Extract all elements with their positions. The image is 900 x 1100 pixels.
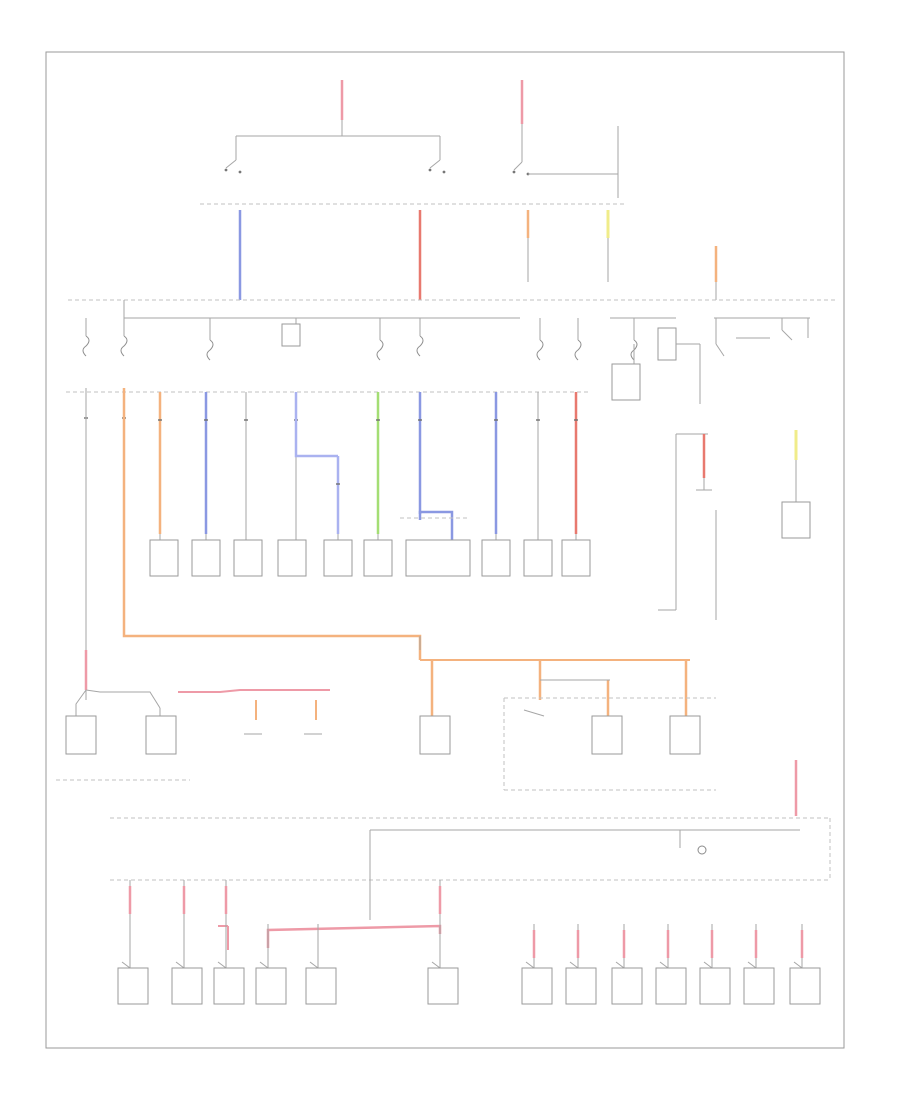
relay-pin <box>428 168 432 172</box>
relay-contact <box>225 159 237 169</box>
component-box <box>191 539 221 577</box>
switch-contact <box>793 961 803 969</box>
component-box <box>233 539 263 577</box>
switch-contact <box>747 961 757 969</box>
switch-contact <box>659 961 669 969</box>
relay-pin <box>238 170 242 174</box>
wire-colored <box>418 510 454 540</box>
bottom-section <box>110 760 831 950</box>
switch-contact <box>615 961 625 969</box>
fuse-icon <box>536 339 544 361</box>
wire <box>75 689 161 716</box>
comp-box <box>65 715 97 755</box>
fuse-icon <box>574 339 582 361</box>
relay-box <box>657 327 677 361</box>
module-box <box>281 323 301 347</box>
switch-contact <box>217 961 227 969</box>
bottom-component-box <box>171 967 203 1005</box>
switch-contact <box>121 961 131 969</box>
wires-row1 <box>66 390 588 700</box>
right-relay-cluster <box>611 318 811 620</box>
relay-pin <box>442 170 446 174</box>
relay-contact <box>781 329 793 341</box>
component-box <box>481 539 511 577</box>
fuses-row1 <box>82 318 638 361</box>
wire-colored <box>294 392 338 458</box>
switch-contact <box>525 961 535 969</box>
relay-mid <box>428 136 446 174</box>
bottom-row <box>117 880 821 1005</box>
comp-box <box>419 715 451 755</box>
switch-contact <box>523 709 545 717</box>
relay-component <box>611 363 641 401</box>
relay-contact <box>513 161 523 171</box>
switch-contact <box>259 961 269 969</box>
bottom-component-box <box>213 967 245 1005</box>
component-box <box>363 539 393 577</box>
bottom-component-box <box>789 967 821 1005</box>
bottom-component-box <box>565 967 597 1005</box>
component-box <box>405 539 471 577</box>
middle-section <box>56 388 716 791</box>
relay-pin <box>512 170 516 174</box>
wire-orange <box>122 388 422 660</box>
wire-pink <box>266 924 442 948</box>
fuse-icon <box>206 339 214 361</box>
comp-box <box>669 715 701 755</box>
component-box <box>323 539 353 577</box>
relay-contact <box>429 159 441 169</box>
switch-contact <box>431 961 441 969</box>
bottom-component-box <box>305 967 337 1005</box>
bottom-component-box <box>427 967 459 1005</box>
component-box <box>277 539 307 577</box>
relay-pin <box>224 168 228 172</box>
wire-orange <box>255 700 317 720</box>
relay-left <box>224 136 242 174</box>
bottom-component-box <box>255 967 287 1005</box>
fuse-icon <box>376 339 384 361</box>
relay-contact <box>715 343 725 357</box>
component-box <box>523 539 553 577</box>
lamp-icon <box>697 845 707 855</box>
fuse-icon <box>120 335 128 357</box>
bottom-component-box <box>117 967 149 1005</box>
bottom-component-box <box>521 967 553 1005</box>
relay-right <box>512 150 530 176</box>
diagram-frame <box>45 51 845 1049</box>
fuse-icon <box>82 335 90 357</box>
components-row1 <box>149 539 591 577</box>
wire-pink <box>178 689 330 693</box>
wire <box>85 689 161 709</box>
bottom-component-box <box>655 967 687 1005</box>
fuse-icon <box>416 335 424 357</box>
bottom-component-box <box>611 967 643 1005</box>
bottom-component-box <box>699 967 731 1005</box>
bottom-component-box <box>743 967 775 1005</box>
switch-contact <box>569 961 579 969</box>
comp-box <box>591 715 623 755</box>
switch-contact <box>175 961 185 969</box>
comp-box <box>145 715 177 755</box>
switch-contact <box>309 961 319 969</box>
trailer-component <box>781 501 811 539</box>
switch-contact <box>703 961 713 969</box>
component-box <box>149 539 179 577</box>
component-box <box>561 539 591 577</box>
